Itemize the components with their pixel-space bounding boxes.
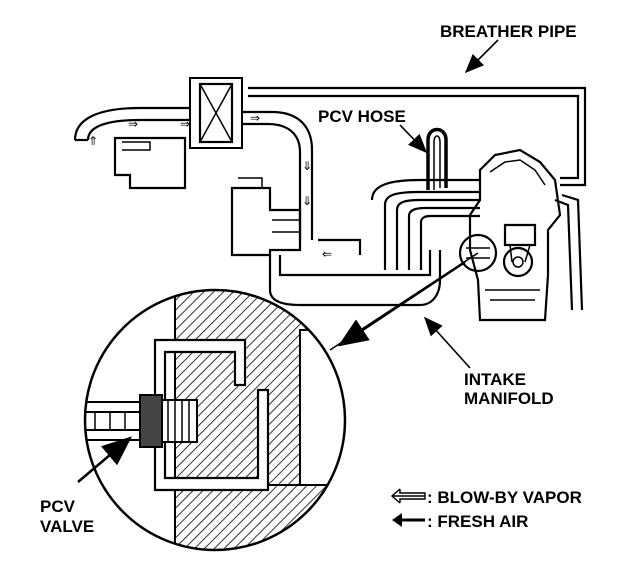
label-breather-pipe: BREATHER PIPE [440,22,577,41]
label-pcv: PCV [40,497,76,516]
label-valve: VALVE [40,517,94,536]
fresh-air-arrowhead-icon [392,513,402,527]
label-pcv-hose: PCV HOSE [318,107,406,126]
svg-text:⇒: ⇒ [250,111,260,125]
svg-text:⇓: ⇓ [302,194,312,208]
blow-by-vapor-arrow-icon [390,488,426,504]
legend: : BLOW-BY VAPOR : FRESH AIR [390,488,582,531]
legend-blow-by-vapor: : BLOW-BY VAPOR [427,488,582,507]
intake-duct: ⇒ ⇒ ⇒ ⇓ ⇓ [128,110,314,240]
pcv-hose [426,127,448,190]
breather-pipe [248,86,587,187]
legend-fresh-air: : FRESH AIR [427,512,528,531]
svg-text:⇐: ⇐ [322,247,332,261]
intake-manifold-arrow [423,316,471,369]
throttle-body [230,177,302,257]
air-filter-element [189,77,243,149]
breather-pipe-arrow [464,39,499,74]
engine-block [468,148,562,322]
svg-text:⇑: ⇑ [88,134,98,148]
svg-text:⇓: ⇓ [302,159,312,173]
air-cleaner-inlet: ⇑ [73,106,192,148]
intake-manifold-plenum: ⇐ [268,178,480,307]
label-manifold: MANIFOLD [464,389,554,408]
pcv-hose-arrow [399,124,428,154]
svg-text:⇒: ⇒ [180,117,190,131]
detail-leader-lines [329,252,479,351]
svg-text:⇒: ⇒ [128,117,138,131]
resonator-box [113,136,187,190]
label-intake: INTAKE [464,370,526,389]
crankcase-vent-pipes [554,193,584,311]
